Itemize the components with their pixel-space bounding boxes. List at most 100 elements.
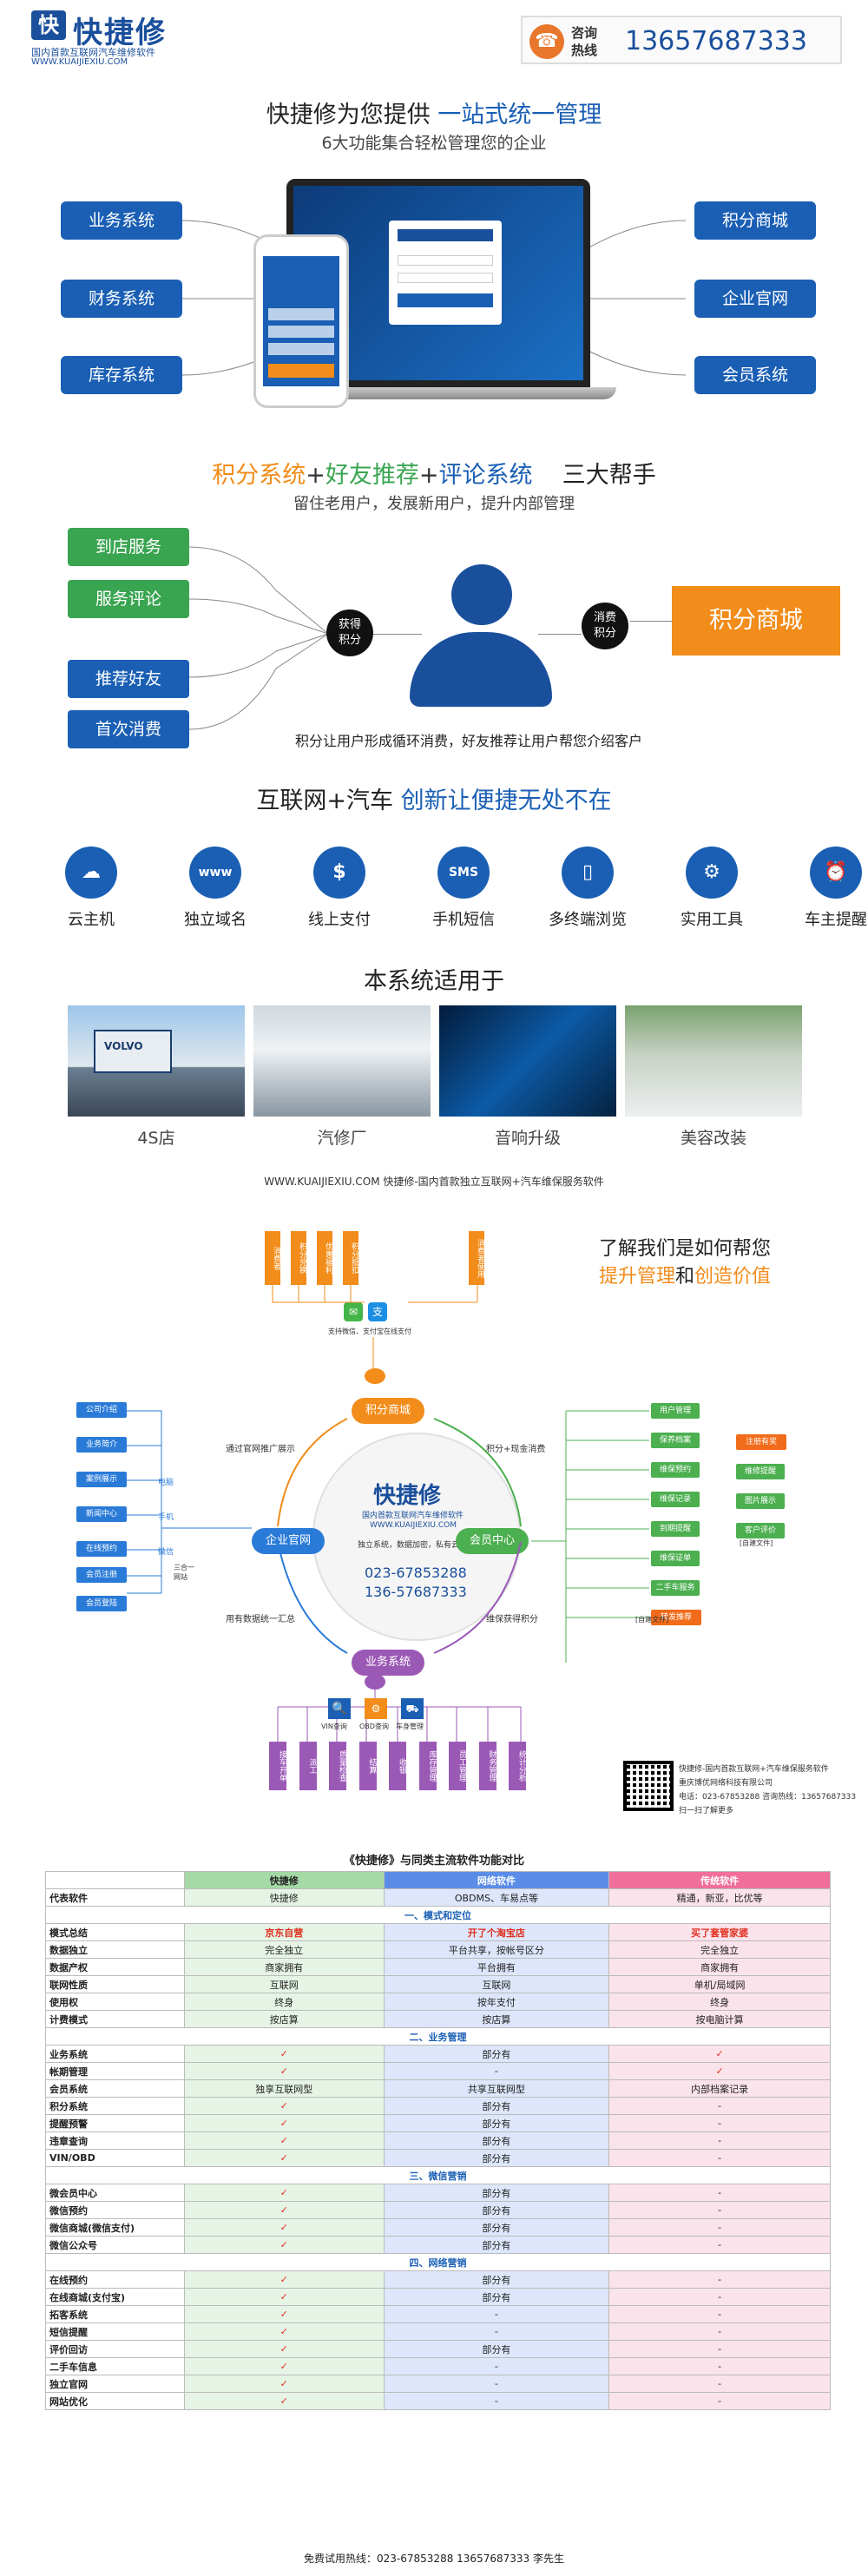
- business-cloud-icon: [365, 1674, 385, 1690]
- left-side-note: 三合一网站: [174, 1564, 194, 1581]
- row-cell: -: [608, 2097, 831, 2115]
- in-store-service-button[interactable]: 到店服务: [68, 528, 189, 566]
- row-cell: -: [608, 2322, 831, 2341]
- business-system-button[interactable]: 业务系统: [61, 201, 182, 240]
- row-label: 网站优化: [45, 2392, 185, 2410]
- right-tag: 保养档案: [651, 1433, 700, 1448]
- node-member-center[interactable]: 会员中心: [456, 1528, 529, 1554]
- row-cell: 部分有: [383, 2288, 610, 2306]
- row-cell: ✓: [183, 2305, 385, 2323]
- row-cell: -: [608, 2375, 831, 2393]
- row-cell: ✓: [608, 2062, 831, 2080]
- section-header: 二、业务管理: [45, 2027, 831, 2046]
- row-label: 在线商城(支付宝): [45, 2288, 185, 2306]
- row-label: 拓客系统: [45, 2305, 185, 2323]
- first-purchase-button[interactable]: 首次消费: [68, 710, 189, 748]
- qr-code[interactable]: [623, 1761, 674, 1811]
- right-tag: 维保证单: [651, 1551, 700, 1566]
- header-network-software: 网络软件: [383, 1871, 610, 1889]
- right-tag: 到期提醒: [651, 1521, 700, 1537]
- center-sub: 国内首款互联网汽车维修软件: [362, 1512, 464, 1520]
- points-mall-button[interactable]: 积分商城: [694, 201, 816, 240]
- bottom-tag: 质量检查: [329, 1742, 346, 1790]
- arrow-label-business: 用有数据统一汇总: [226, 1615, 295, 1624]
- alipay-icon: 支: [368, 1302, 387, 1321]
- feature-label: 独立域名: [184, 911, 247, 929]
- row-label: 微信公众号: [45, 2236, 185, 2254]
- node-business-system[interactable]: 业务系统: [352, 1650, 424, 1676]
- applicable-title: 本系统适用于: [364, 968, 504, 995]
- obd-icon: ⚙: [365, 1698, 387, 1719]
- right-tag: 二手车服务: [651, 1580, 700, 1596]
- row-cell: 商家拥有: [608, 1958, 831, 1976]
- row-label: 数据独立: [45, 1940, 185, 1959]
- node-company-site[interactable]: 企业官网: [252, 1528, 325, 1554]
- row-label: 违章查询: [45, 2131, 185, 2150]
- refer-friend-button[interactable]: 推荐好友: [68, 660, 189, 698]
- left-tag: 会员登陆: [76, 1596, 127, 1611]
- left-tag: 会员注册: [76, 1567, 127, 1583]
- company-site-button[interactable]: 企业官网: [694, 280, 816, 318]
- phone-illustration: [253, 234, 349, 408]
- hotline-number[interactable]: 13657687333: [625, 26, 807, 56]
- rep-label: 代表软件: [45, 1888, 185, 1907]
- footer-url-line[interactable]: WWW.KUAIJIEXIU.COM 快捷修-国内首款独立互联网+汽车维保服务软…: [264, 1176, 604, 1188]
- row-label: 在线预约: [45, 2270, 185, 2289]
- row-cell: 完全独立: [608, 1940, 831, 1959]
- rep-value: 精通，新亚，比优等: [608, 1888, 831, 1907]
- row-cell: 共享互联网型: [383, 2079, 610, 2098]
- table-row: 使用权终身按年支付终身: [45, 1993, 831, 2011]
- feature-label: 车主提醒: [805, 911, 867, 929]
- table-row: 微会员中心✓部分有-: [45, 2184, 831, 2202]
- logo[interactable]: 快 快捷修 国内首款互联网汽车维修软件 WWW.KUAIJIEXIU.COM: [31, 10, 240, 68]
- row-cell: ✓: [183, 2270, 385, 2289]
- row-label: 帐期管理: [45, 2062, 185, 2080]
- feature-label: 手机短信: [432, 911, 495, 929]
- pay-note: 支持微信、支付宝在线支付: [328, 1328, 411, 1335]
- finance-system-button[interactable]: 财务系统: [61, 280, 182, 318]
- hotline-box[interactable]: ☎ 咨询热线 13657687333: [521, 16, 842, 64]
- table-row: 微信预约✓部分有-: [45, 2201, 831, 2219]
- row-cell: -: [383, 2357, 610, 2375]
- arrow-label-mall: 积分+现金消费: [486, 1445, 546, 1454]
- row-cell: ✓: [608, 2045, 831, 2063]
- member-system-button[interactable]: 会员系统: [694, 356, 816, 394]
- photo-audio-upgrade: [439, 1005, 616, 1117]
- row-label: 二手车信息: [45, 2357, 185, 2375]
- table-row: 违章查询✓部分有-: [45, 2131, 831, 2150]
- row-cell: 独享互联网型: [183, 2079, 385, 2098]
- inventory-system-button[interactable]: 库存系统: [61, 356, 182, 394]
- bottom-icon-label-obd: OBD查询: [359, 1723, 389, 1730]
- feature-label: 实用工具: [681, 911, 743, 929]
- row-cell: 按店算: [183, 2010, 385, 2028]
- right-sub-tag: 客户评价: [736, 1523, 785, 1538]
- table-row: 评价回访✓部分有-: [45, 2340, 831, 2358]
- helpers-title-plus-1: +: [306, 462, 326, 489]
- row-cell: ✓: [183, 2375, 385, 2393]
- node-points-mall[interactable]: 积分商城: [352, 1398, 424, 1424]
- row-cell: ✓: [183, 2184, 385, 2202]
- bottom-tag: 库存管理: [418, 1742, 437, 1790]
- left-side-label-wechat: 微信: [158, 1548, 174, 1557]
- row-cell: ✓: [183, 2149, 385, 2167]
- heading-and: 和: [675, 1266, 695, 1288]
- row-cell: -: [383, 2322, 610, 2341]
- heading-improve: 提升管理: [599, 1266, 676, 1288]
- bottom-tag: 派工: [299, 1742, 317, 1790]
- table-row: 拓客系统✓--: [45, 2305, 831, 2323]
- left-tag: 新闻中心: [76, 1506, 127, 1522]
- row-cell: 单机/局域网: [608, 1975, 831, 1993]
- engine-icon: ⚙: [686, 847, 738, 899]
- row-label: 提醒预警: [45, 2114, 185, 2132]
- section-header: 四、网络营销: [45, 2253, 831, 2271]
- row-cell: ✓: [183, 2062, 385, 2080]
- helpers-title-plus-2: +: [418, 462, 439, 489]
- row-cell: -: [608, 2288, 831, 2306]
- right-note-2: [自建文件]: [635, 1616, 669, 1624]
- row-cell: ✓: [183, 2322, 385, 2341]
- row-cell: -: [608, 2218, 831, 2237]
- table-row: 在线预约✓部分有-: [45, 2270, 831, 2289]
- points-mall-banner[interactable]: 积分商城: [672, 586, 840, 656]
- right-tag: 维保预约: [651, 1462, 700, 1478]
- service-review-button[interactable]: 服务评论: [68, 580, 189, 618]
